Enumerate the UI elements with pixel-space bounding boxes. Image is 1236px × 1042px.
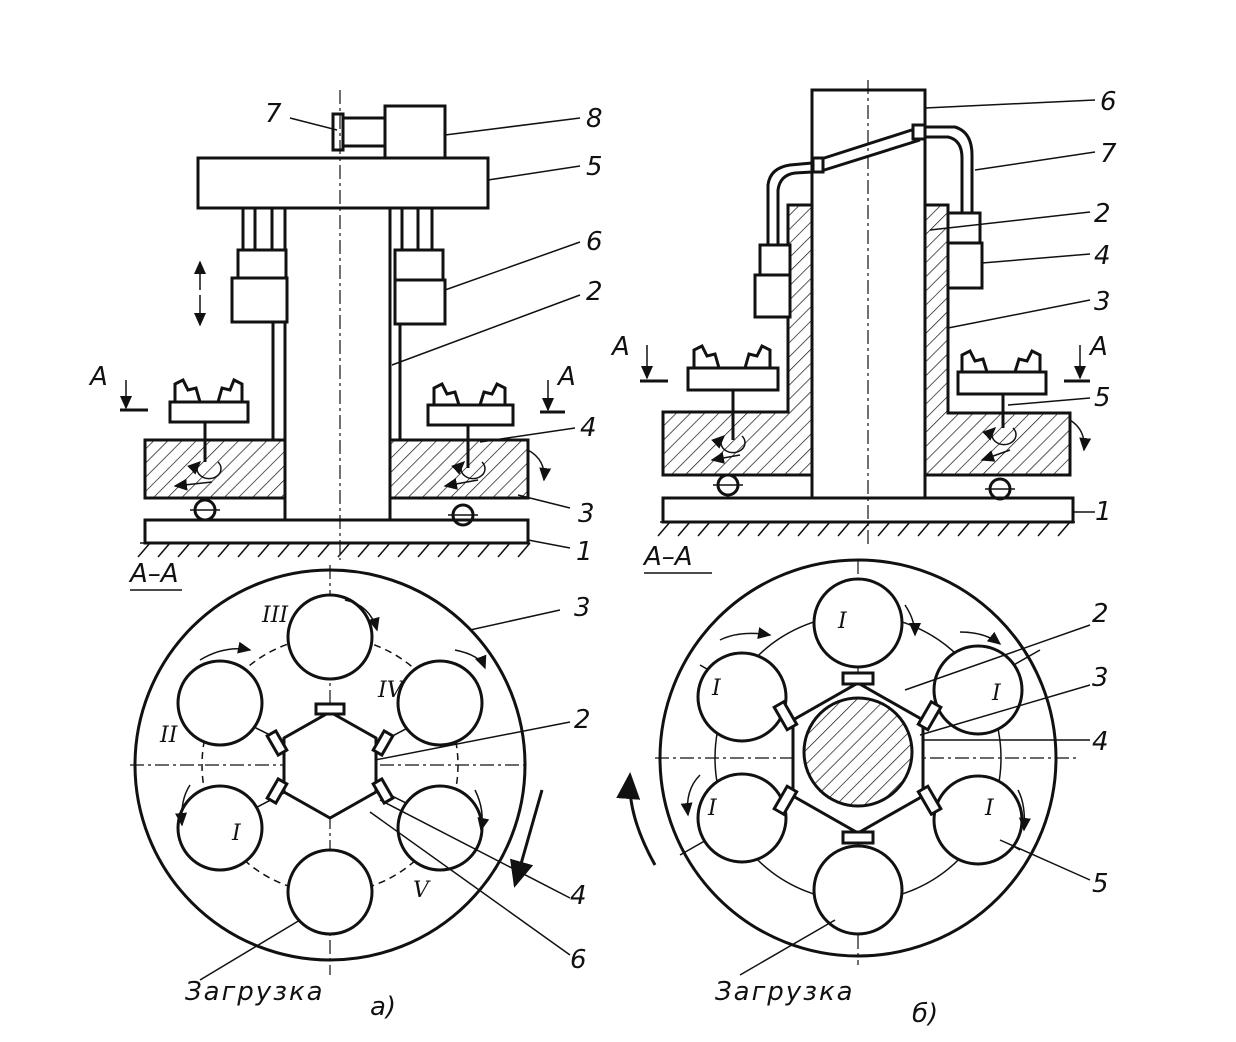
label-a-7: 7	[265, 99, 282, 129]
roman-b-bl: I	[707, 796, 718, 821]
label-a-plan-2: 2	[574, 705, 591, 735]
roman-b-tl: I	[711, 676, 722, 701]
label-b-5: 5	[1094, 383, 1111, 413]
fixture-II	[176, 659, 264, 747]
rotary-table-right-a	[388, 438, 530, 500]
roman-b-top: I	[837, 609, 848, 634]
fixture-I	[176, 784, 264, 872]
fixture-b-load	[812, 844, 904, 936]
label-b-plan-3: 3	[1092, 663, 1109, 693]
fixture-III	[286, 593, 374, 681]
gear-7-a	[331, 112, 345, 152]
labels-b: 6 7 2 4 3 5 1 A A A–A 2 3 4 5 I I I I I …	[610, 87, 1117, 1029]
caption-load-b: Загрузка	[715, 977, 855, 1007]
fixture-right-a	[426, 381, 515, 468]
label-a-plan-3: 3	[574, 593, 591, 623]
caption-load-a: Загрузка	[185, 977, 325, 1007]
label-a-8: 8	[586, 104, 603, 134]
label-b-section-left: A	[610, 332, 630, 362]
view-a-plan	[130, 565, 571, 981]
label-b-plan-4: 4	[1092, 727, 1109, 757]
label-b-section-right: A	[1088, 332, 1108, 362]
head-right-b-lower	[946, 241, 984, 290]
roman-V: V	[413, 878, 431, 903]
rotary-table-left-a	[143, 438, 287, 500]
fixture-b-tr	[932, 644, 1024, 736]
roman-II: II	[159, 723, 179, 748]
column-section-b	[802, 696, 914, 808]
top-plate-a	[196, 156, 490, 210]
label-b-6: 6	[1100, 87, 1117, 117]
fixture-b-br	[932, 774, 1024, 866]
fixture-b-tl	[696, 651, 788, 743]
spindle-head-right-a	[393, 208, 447, 326]
label-a-4: 4	[580, 413, 597, 443]
fixture-load	[286, 848, 374, 936]
fixture-left-b	[686, 343, 780, 440]
label-a-6: 6	[586, 227, 603, 257]
label-b-7: 7	[1100, 139, 1117, 169]
label-b-3: 3	[1094, 287, 1111, 317]
label-a-2: 2	[586, 277, 603, 307]
caption-b: б)	[912, 999, 938, 1029]
fixture-IV	[396, 659, 484, 747]
label-a-section-title: A–A	[128, 559, 179, 589]
label-b-plan-2: 2	[1092, 599, 1109, 629]
label-a-plan-4: 4	[570, 881, 587, 911]
label-b-plan-5: 5	[1092, 869, 1109, 899]
label-a-5: 5	[586, 152, 603, 182]
label-a-3: 3	[578, 499, 595, 529]
label-b-4: 4	[1094, 241, 1111, 271]
roman-IV: IV	[377, 678, 405, 703]
column-a	[283, 206, 392, 522]
fixture-left-a	[168, 377, 250, 462]
label-a-1: 1	[576, 537, 593, 567]
view-b-plan	[616, 558, 1091, 976]
view-a-elevation	[120, 90, 581, 560]
roman-b-tr: I	[991, 681, 1002, 706]
label-b-2: 2	[1094, 199, 1111, 229]
fixture-b-top	[812, 577, 904, 669]
labels-a: 7 8 5 6 2 4 3 1 A A A–A 3 2 4 6 III IV I…	[88, 99, 603, 1022]
motor-shaft-a	[341, 116, 387, 148]
view-b-elevation	[640, 80, 1096, 545]
fixture-V	[396, 784, 484, 872]
caption-a: a)	[370, 992, 396, 1022]
ground-hatch-a	[137, 542, 531, 558]
ground-hatch-b	[657, 521, 1075, 537]
label-a-section-left: A	[88, 362, 108, 392]
roman-I: I	[231, 821, 242, 846]
head-left-b-lower	[753, 273, 792, 319]
label-b-1: 1	[1095, 497, 1112, 527]
label-b-section-title: A–A	[642, 542, 693, 572]
head-left-b-upper	[758, 243, 792, 277]
roman-III: III	[261, 603, 289, 628]
label-a-plan-6: 6	[570, 945, 587, 975]
fixture-b-bl	[696, 772, 788, 864]
motor-a	[383, 104, 447, 160]
fixture-right-b	[956, 348, 1048, 428]
column-hex-a	[282, 710, 378, 820]
roman-b-br: I	[984, 796, 995, 821]
spindle-head-left-a	[230, 208, 289, 324]
label-a-section-right: A	[556, 362, 576, 392]
